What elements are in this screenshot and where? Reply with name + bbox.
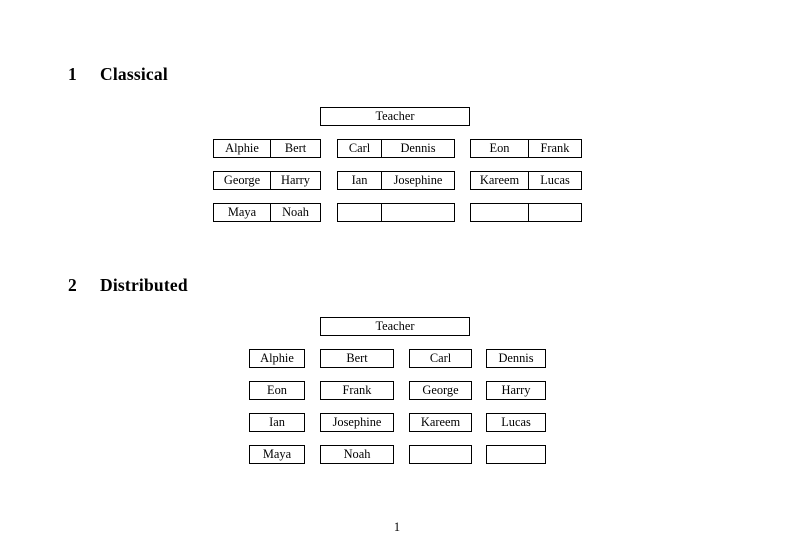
student-box: Carl bbox=[409, 349, 472, 368]
student-cell: Lucas bbox=[528, 172, 581, 189]
student-row: Eon Frank bbox=[470, 139, 582, 158]
student-cell: Dennis bbox=[381, 140, 454, 157]
student-cell: Josephine bbox=[381, 172, 454, 189]
student-box: Lucas bbox=[486, 413, 546, 432]
page-number: 1 bbox=[393, 520, 401, 534]
student-cell: Ian bbox=[351, 173, 368, 187]
student-box: Frank bbox=[320, 381, 394, 400]
student-row: George Harry bbox=[213, 171, 321, 190]
student-box: Dennis bbox=[486, 349, 546, 368]
student-row-empty bbox=[337, 203, 455, 222]
student-box: Alphie bbox=[249, 349, 305, 368]
student-cell-empty bbox=[528, 204, 581, 221]
student-cell-empty bbox=[338, 204, 381, 221]
student-cell: Maya bbox=[227, 205, 257, 219]
section-heading-distributed: 2 Distributed bbox=[68, 275, 188, 295]
student-box: Harry bbox=[486, 381, 546, 400]
student-cell: Harry bbox=[270, 172, 320, 189]
student-box: Ian bbox=[249, 413, 305, 432]
student-row: Ian Josephine bbox=[337, 171, 455, 190]
student-box-empty bbox=[409, 445, 472, 464]
student-cell: Kareem bbox=[479, 173, 520, 187]
student-cell-empty bbox=[381, 204, 454, 221]
student-box: Maya bbox=[249, 445, 305, 464]
student-box: Bert bbox=[320, 349, 394, 368]
student-row: Kareem Lucas bbox=[470, 171, 582, 190]
student-box: Josephine bbox=[320, 413, 394, 432]
student-box: Eon bbox=[249, 381, 305, 400]
student-cell: Carl bbox=[348, 141, 371, 155]
section-heading-classical: 1 Classical bbox=[68, 64, 168, 84]
student-cell: Alphie bbox=[225, 141, 259, 155]
student-cell: Eon bbox=[489, 141, 510, 155]
student-box: Kareem bbox=[409, 413, 472, 432]
teacher-box-classical: Teacher bbox=[320, 107, 470, 126]
student-row-empty bbox=[470, 203, 582, 222]
section-number: 1 bbox=[68, 64, 77, 84]
student-cell: Noah bbox=[270, 204, 320, 221]
section-number: 2 bbox=[68, 275, 77, 295]
student-cell: George bbox=[223, 173, 261, 187]
student-cell: Frank bbox=[528, 140, 581, 157]
section-title: Distributed bbox=[100, 275, 188, 295]
student-row: Carl Dennis bbox=[337, 139, 455, 158]
student-box: George bbox=[409, 381, 472, 400]
student-row: Maya Noah bbox=[213, 203, 321, 222]
teacher-box-distributed: Teacher bbox=[320, 317, 470, 336]
section-title: Classical bbox=[100, 64, 168, 84]
student-row: Alphie Bert bbox=[213, 139, 321, 158]
student-cell-empty bbox=[471, 204, 528, 221]
student-cell: Bert bbox=[270, 140, 320, 157]
student-box: Noah bbox=[320, 445, 394, 464]
student-box-empty bbox=[486, 445, 546, 464]
